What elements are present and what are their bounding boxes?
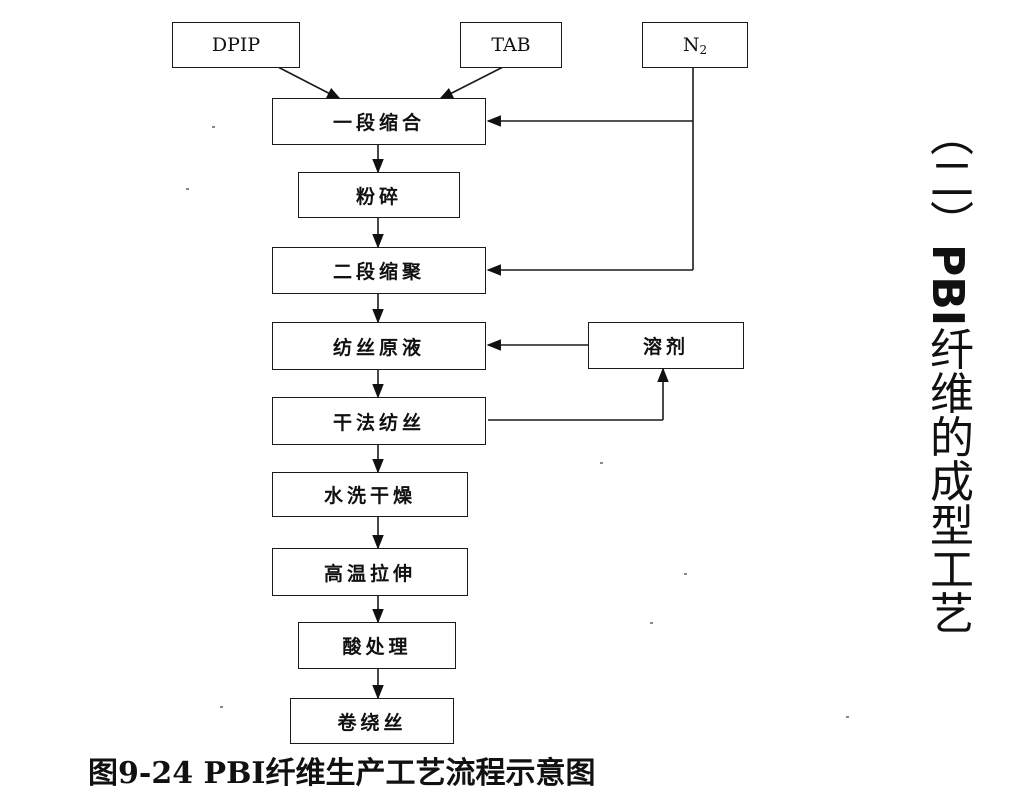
- step-stage2-polycondensation: 二段缩聚: [272, 247, 486, 294]
- step-high-temp-drawing: 高温拉伸: [272, 548, 468, 596]
- step-label: 酸处理: [342, 636, 412, 658]
- arrow-dpip-to-stage1: [275, 65, 342, 100]
- input-dpip-label: DPIP: [211, 34, 261, 56]
- connector-layer: [275, 65, 694, 700]
- scan-speck: [600, 462, 603, 464]
- arrow-tab-to-stage1: [438, 65, 506, 100]
- step-label: 高温拉伸: [323, 562, 416, 585]
- scan-speck: [220, 706, 223, 708]
- top-cut-text: [0, 0, 1024, 10]
- figure-caption: 图9-24 PBI纤维生产工艺流程示意图: [88, 756, 596, 791]
- side-title-rest: 纤维的成型工艺: [922, 326, 973, 635]
- step-label: 粉碎: [355, 185, 402, 208]
- step-label: 干法纺丝: [332, 411, 425, 434]
- step-spinning-dope: 纺丝原液: [272, 322, 486, 370]
- step-crushing: 粉碎: [298, 172, 460, 218]
- input-n2-box: N2: [642, 22, 748, 68]
- input-tab-label: TAB: [491, 34, 531, 56]
- caption-strip: 图9-24 PBI纤维生产工艺流程示意图: [0, 748, 1024, 791]
- scan-speck: [650, 622, 653, 624]
- scan-speck: [846, 716, 849, 718]
- side-title-emphasis: PBI: [922, 244, 973, 327]
- input-tab-box: TAB: [460, 22, 562, 68]
- step-label: 一段缩合: [332, 112, 425, 134]
- scan-speck: [186, 188, 189, 190]
- step-label: 卷绕丝: [337, 711, 407, 734]
- solvent-label: 溶剂: [642, 336, 689, 358]
- side-title: （二）PBI纤维的成型工艺: [912, 112, 982, 712]
- step-label: 二段缩聚: [332, 261, 425, 283]
- input-dpip-box: DPIP: [172, 22, 300, 68]
- step-label: 水洗干燥: [323, 485, 416, 507]
- side-title-prefix: （二）: [922, 112, 973, 244]
- step-wash-dry: 水洗干燥: [272, 472, 468, 517]
- solvent-box: 溶剂: [588, 322, 744, 369]
- step-dry-spinning: 干法纺丝: [272, 397, 486, 445]
- step-stage1-condensation: 一段缩合: [272, 98, 486, 145]
- step-label: 纺丝原液: [332, 336, 425, 359]
- step-acid-treatment: 酸处理: [298, 622, 456, 669]
- scan-speck: [684, 573, 687, 575]
- input-n2-label: N2: [682, 33, 708, 57]
- scan-speck: [212, 126, 215, 128]
- step-winding: 卷绕丝: [290, 698, 454, 744]
